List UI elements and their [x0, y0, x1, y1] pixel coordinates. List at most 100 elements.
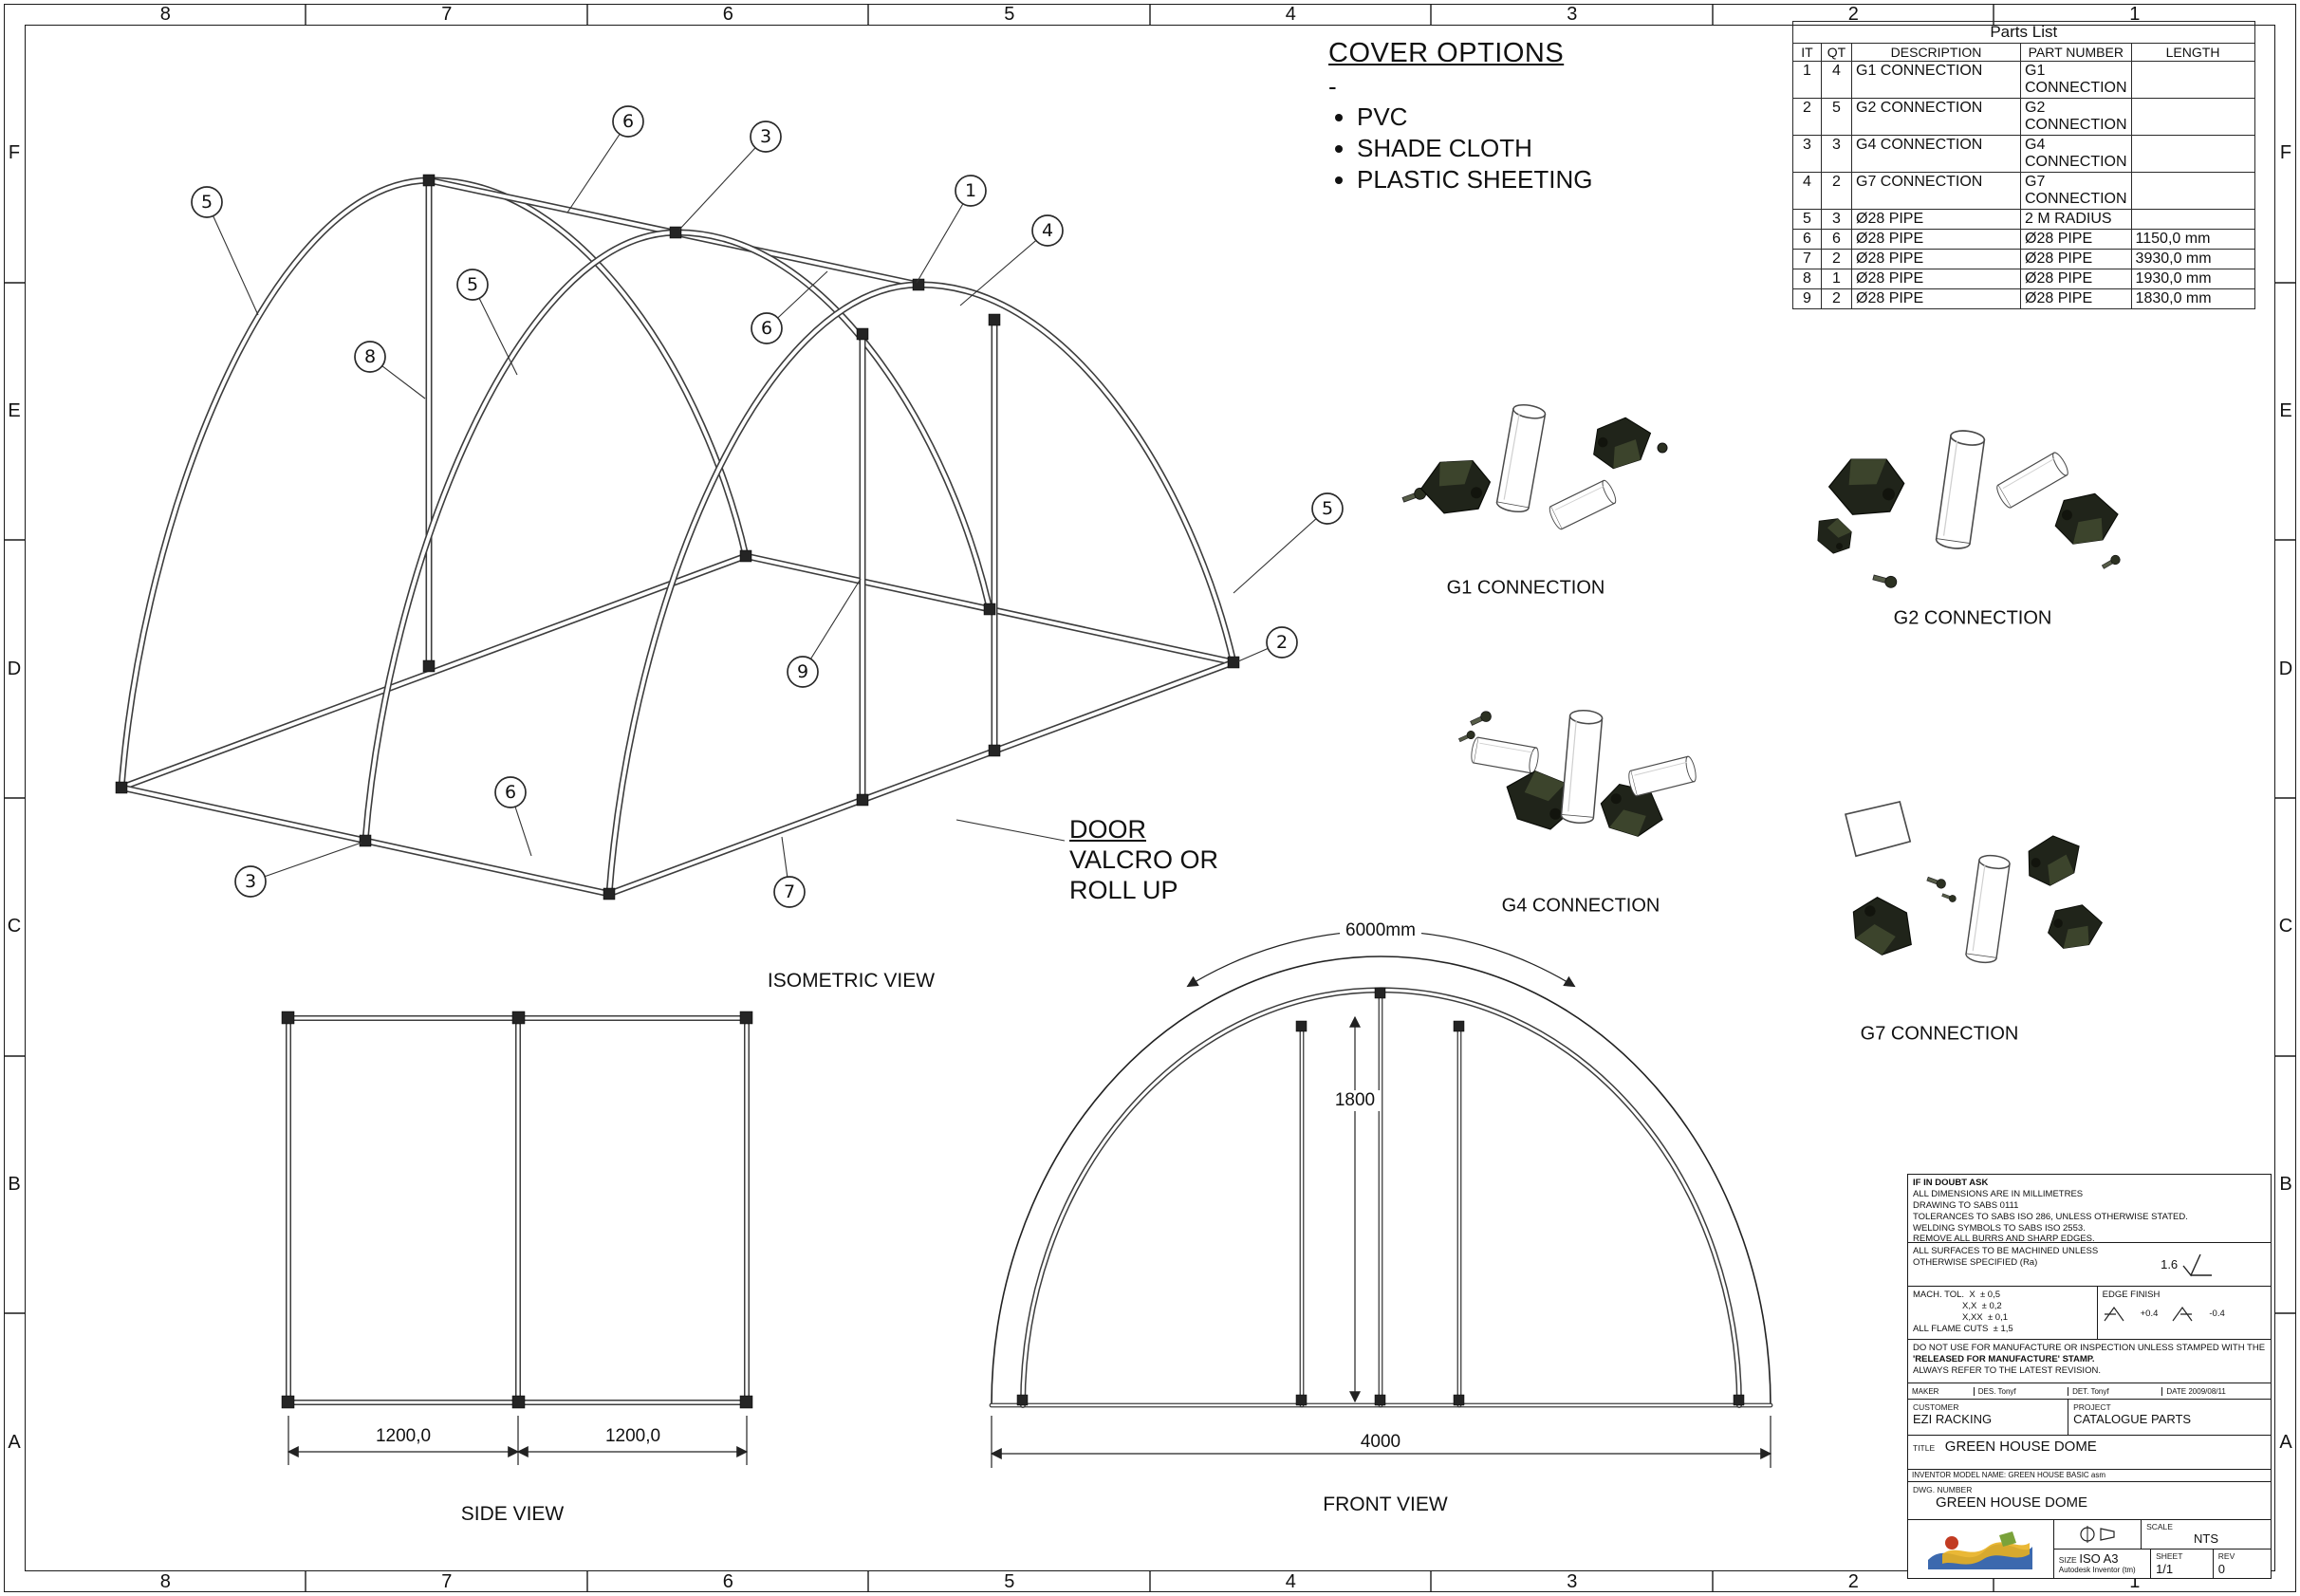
balloon: 3: [234, 865, 267, 898]
ruler-label: 8: [159, 1570, 171, 1592]
svg-text:2: 2: [1276, 632, 1288, 653]
ruler-label: 6: [722, 1570, 733, 1592]
title-block: IF IN DOUBT ASK ALL DIMENSIONS ARE IN MI…: [1907, 1174, 2272, 1579]
rev-value: 0: [2217, 1562, 2226, 1576]
g2-connection-label: G2 CONNECTION: [1893, 607, 2052, 629]
note-line: ALL DIMENSIONS ARE IN MILLIMETRES: [1913, 1188, 2084, 1199]
parts-list-cell: G4 CONNECTION: [2020, 135, 2132, 173]
ruler-label: A: [2279, 1431, 2292, 1453]
front-cover-arc: [991, 956, 1771, 1406]
title-block-notes: IF IN DOUBT ASK ALL DIMENSIONS ARE IN MI…: [1908, 1175, 2271, 1243]
parts-list-title: Parts List: [1792, 21, 2255, 44]
cover-options: COVER OPTIONS - PVCSHADE CLOTHPLASTIC SH…: [1328, 38, 1642, 195]
flame-cuts-label: ALL FLAME CUTS: [1913, 1323, 1989, 1334]
parts-list-header: DESCRIPTION: [1851, 43, 2021, 62]
door-leader: [955, 819, 1066, 842]
balloon: 6: [751, 312, 783, 344]
ruler-label: C: [2278, 916, 2293, 937]
ruler-label: 1: [2129, 1570, 2141, 1592]
cover-options-title: COVER OPTIONS: [1328, 38, 1565, 68]
scale-value: NTS: [2194, 1531, 2219, 1546]
parts-list-cell: 6: [1792, 229, 1822, 250]
ruler-label: D: [2278, 658, 2293, 679]
balloon: 7: [773, 876, 806, 908]
maker-label: MAKER: [1912, 1386, 1939, 1396]
parts-list-cell: 1150,0 mm: [2130, 229, 2255, 250]
warning-line: DO NOT USE FOR MANUFACTURE OR INSPECTION…: [1913, 1343, 2266, 1353]
title-block-customer-project: CUSTOMER EZI RACKING PROJECT CATALOGUE P…: [1908, 1400, 2271, 1436]
ruler-label: 5: [1004, 1570, 1015, 1592]
if-in-doubt-label: IF IN DOUBT ASK: [1913, 1178, 1989, 1188]
front-width-dimension: 4000: [1354, 1432, 1407, 1453]
parts-list-cell: 2 M RADIUS: [2020, 209, 2132, 230]
parts-list-cell: Ø28 PIPE: [2020, 249, 2132, 269]
side-view: [281, 1011, 753, 1465]
ruler-label: E: [8, 400, 21, 421]
svg-text:6: 6: [505, 782, 516, 803]
ruler-label: B: [2279, 1174, 2292, 1196]
ruler-label: E: [2279, 400, 2292, 421]
title-block-footer: SCALE NTS SIZE ISO A3 Autodesk Inventor …: [1908, 1520, 2271, 1578]
tol-val: ± 0,5: [1979, 1290, 2000, 1300]
des-label: DES.: [1977, 1386, 1996, 1396]
warning-line: ALWAYS REFER TO THE LATEST REVISION.: [1913, 1364, 2101, 1376]
g7-connection-image: [1842, 801, 2108, 965]
svg-text:7: 7: [784, 882, 795, 902]
parts-list-cell: G4 CONNECTION: [1851, 135, 2021, 173]
size-value: ISO A3: [2079, 1551, 2119, 1566]
parts-list-cell: 8: [1792, 269, 1822, 289]
parts-list-cell: 3930,0 mm: [2130, 249, 2255, 269]
ruler-label: 5: [1004, 3, 1015, 25]
edge-finish-plus: +0.4: [2140, 1308, 2159, 1319]
tol-key: X,X: [1962, 1300, 1977, 1311]
ruler-label: F: [8, 142, 21, 164]
surfaces-note: ALL SURFACES TO BE MACHINED UNLESS OTHER…: [1913, 1246, 2099, 1268]
project-value: CATALOGUE PARTS: [2073, 1412, 2192, 1426]
ruler-label: 7: [441, 3, 453, 25]
parts-list-cell: G7 CONNECTION: [1851, 172, 2021, 210]
date-value: 2009/08/11: [2188, 1386, 2226, 1396]
parts-list-cell: 5: [1792, 209, 1822, 230]
cover-option-item: PVC: [1357, 102, 1642, 133]
parts-list-cell: G2 CONNECTION: [2020, 98, 2132, 136]
g4-connection-image: [1457, 708, 1698, 839]
svg-text:3: 3: [245, 871, 256, 892]
g4-connection-label: G4 CONNECTION: [1501, 895, 1660, 917]
parts-list-cell: Ø28 PIPE: [2020, 269, 2132, 289]
balloon: 1: [955, 175, 987, 207]
parts-list-header: LENGTH: [2130, 43, 2255, 62]
parts-list-cell: Ø28 PIPE: [1851, 269, 2021, 289]
edge-finish-label: EDGE FINISH: [2102, 1290, 2161, 1300]
parts-list-cell: Ø28 PIPE: [1851, 209, 2021, 230]
parts-list-cell: [2130, 209, 2255, 230]
balloon: 6: [612, 105, 644, 138]
note-line: DRAWING TO SABS 0111: [1913, 1199, 2019, 1211]
side-bay1-dimension: 1200,0: [369, 1426, 437, 1447]
sheet-label: SHEET: [2156, 1551, 2183, 1561]
ruler-label: 1: [2129, 3, 2141, 25]
parts-list-cell: G7 CONNECTION: [2020, 172, 2132, 210]
title-block-dwg: DWG. NUMBER GREEN HOUSE DOME: [1908, 1482, 2271, 1520]
parts-list-cell: G2 CONNECTION: [1851, 98, 2021, 136]
tol-key: X: [1969, 1290, 1975, 1300]
date-label: DATE: [2166, 1386, 2187, 1396]
size-label: SIZE: [2058, 1555, 2077, 1565]
parts-list-header: IT: [1792, 43, 1822, 62]
parts-list-cell: Ø28 PIPE: [1851, 229, 2021, 250]
balloon: 3: [750, 121, 782, 153]
parts-list-cell: 2: [1821, 288, 1852, 309]
balloon: 5: [191, 186, 223, 218]
parts-list-cell: 3: [1821, 135, 1852, 173]
tol-val: ± 0,1: [1987, 1311, 2008, 1323]
door-note: DOOR VALCRO OR ROLL UP: [1069, 814, 1218, 905]
ruler-label: D: [7, 658, 22, 679]
svg-text:3: 3: [760, 126, 771, 147]
